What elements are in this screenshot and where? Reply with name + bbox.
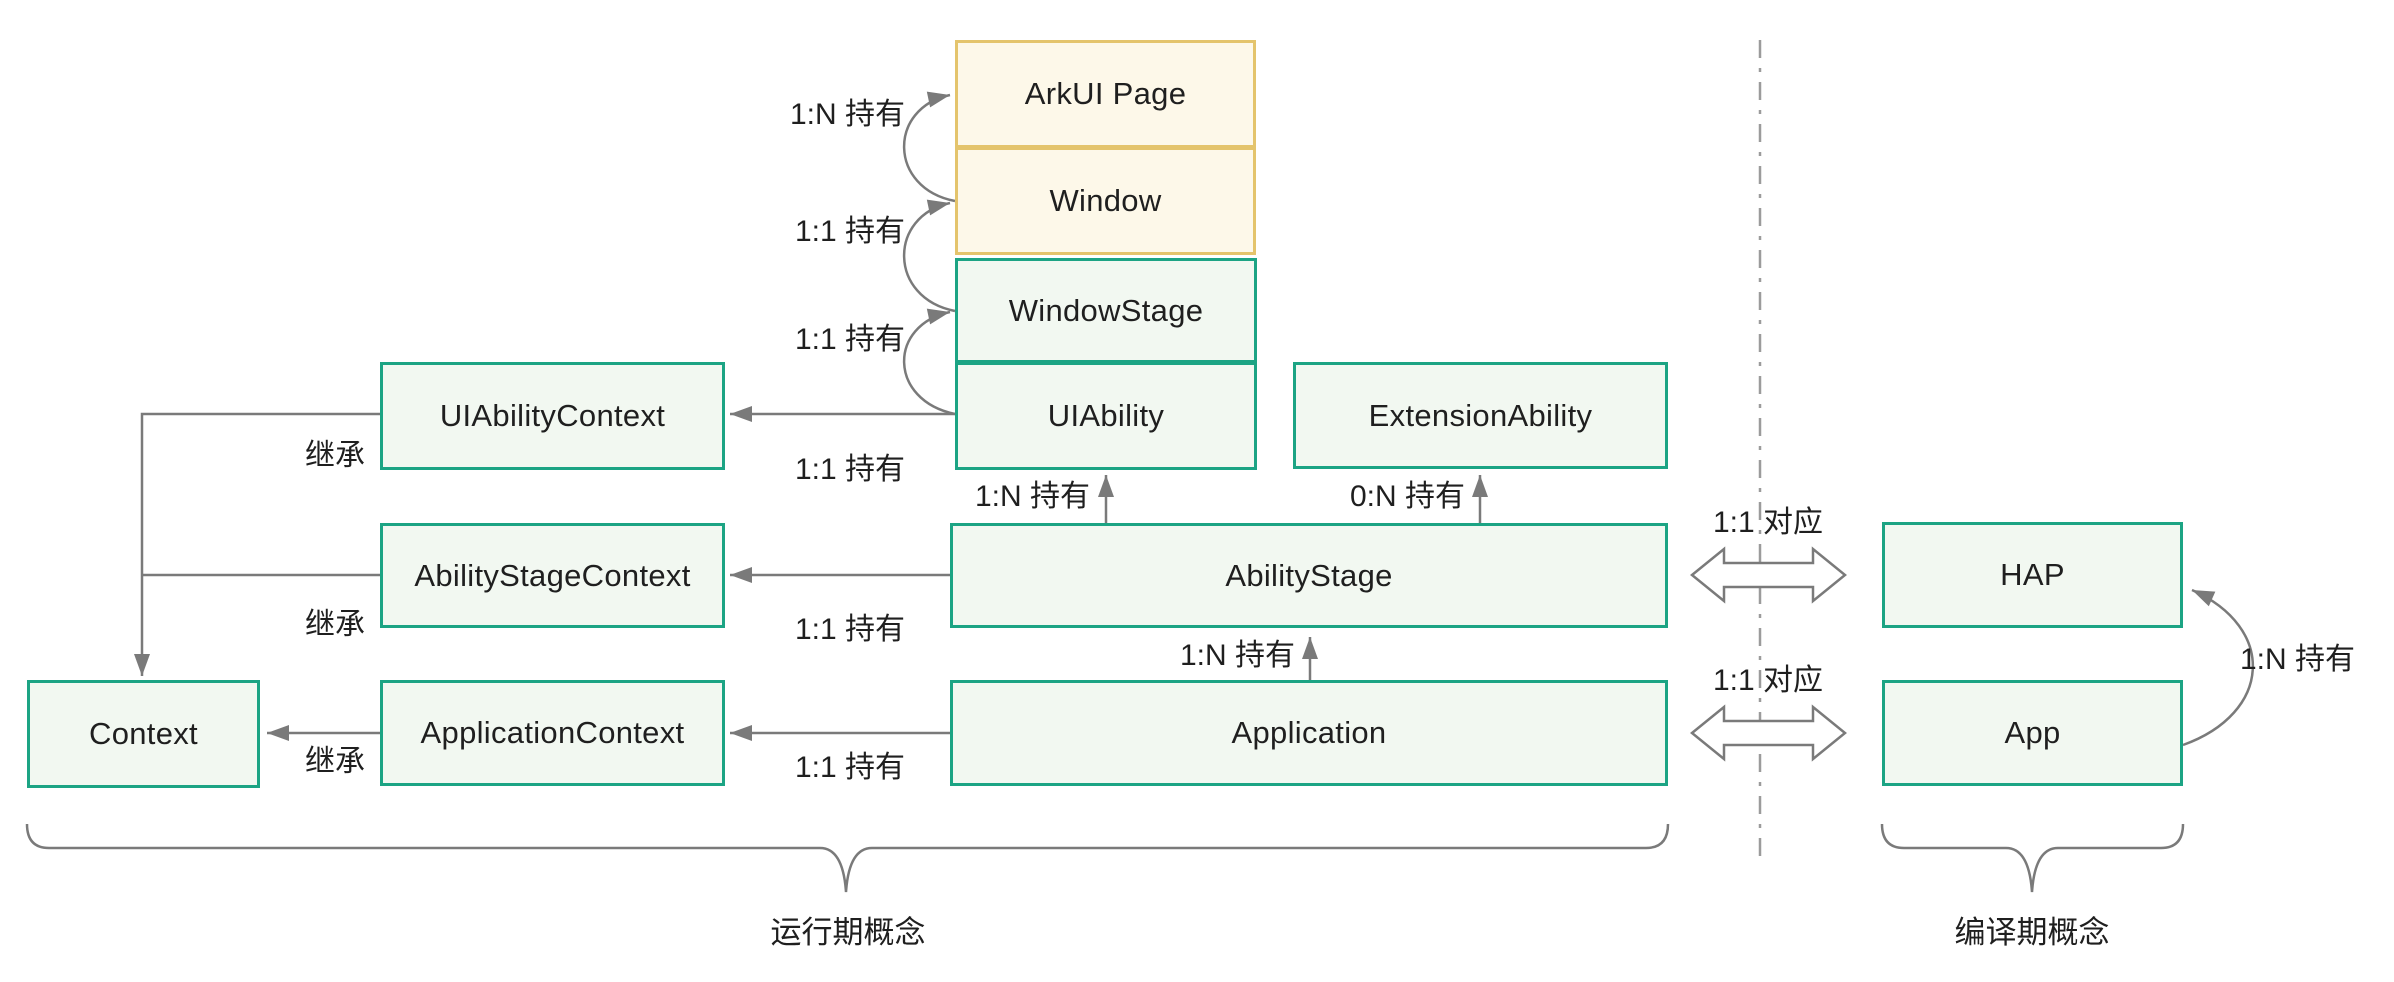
inherit-line-uiabilitycontext xyxy=(134,412,380,676)
label-app-holds-hap: 1:N 持有 xyxy=(2240,643,2356,676)
node-application: Application xyxy=(950,680,1668,786)
double-arrow-abilitystage-hap xyxy=(1690,546,1847,604)
arc-windowstage-to-window xyxy=(902,199,956,313)
node-applicationcontext: ApplicationContext xyxy=(380,680,725,786)
arc-app-to-hap xyxy=(2182,588,2255,747)
node-arkui-page: ArkUI Page xyxy=(955,40,1256,148)
label-abilitystage-holds-abilitystagecontext: 1:1 持有 xyxy=(794,613,905,646)
double-arrow-application-app xyxy=(1690,704,1847,762)
brace-runtime xyxy=(25,823,1670,893)
node-uiability: UIAbility xyxy=(955,362,1257,470)
node-uiabilitycontext: UIAbilityContext xyxy=(380,362,725,470)
label-windowstage-holds-window: 1:1 持有 xyxy=(794,215,905,248)
node-extensionability: ExtensionAbility xyxy=(1293,362,1668,469)
node-abilitystagecontext: AbilityStageContext xyxy=(380,523,725,628)
label-inherit-uiabilitycontext: 继承 xyxy=(305,439,365,472)
label-abilitystage-hap-mapping: 1:1 对应 xyxy=(1712,506,1824,539)
node-window: Window xyxy=(955,147,1256,255)
label-application-holds-abilitystage: 1:N 持有 xyxy=(1179,639,1295,672)
label-inherit-applicationcontext: 继承 xyxy=(305,745,365,778)
section-label-runtime: 运行期概念 xyxy=(770,915,926,950)
node-context: Context xyxy=(27,680,260,788)
label-abilitystage-holds-uiability: 1:N 持有 xyxy=(974,480,1090,513)
label-uiability-holds-uiabilitycontext: 1:1 持有 xyxy=(794,453,905,486)
arc-uiability-to-windowstage xyxy=(902,308,956,416)
node-app: App xyxy=(1882,680,2183,786)
label-abilitystage-holds-extensionability: 0:N 持有 xyxy=(1349,480,1465,513)
node-windowstage: WindowStage xyxy=(955,258,1257,363)
label-application-app-mapping: 1:1 对应 xyxy=(1712,664,1824,697)
node-abilitystage: AbilityStage xyxy=(950,523,1668,628)
label-window-holds-pages: 1:N 持有 xyxy=(789,98,905,131)
node-hap: HAP xyxy=(1882,522,2183,628)
section-label-compile-time: 编译期概念 xyxy=(1954,915,2110,950)
brace-compile-time xyxy=(1880,823,2185,893)
label-uiability-holds-windowstage: 1:1 持有 xyxy=(794,323,905,356)
arc-window-to-arkuipage xyxy=(902,91,956,203)
label-application-holds-applicationcontext: 1:1 持有 xyxy=(794,751,905,784)
label-inherit-abilitystagecontext: 继承 xyxy=(305,608,365,641)
